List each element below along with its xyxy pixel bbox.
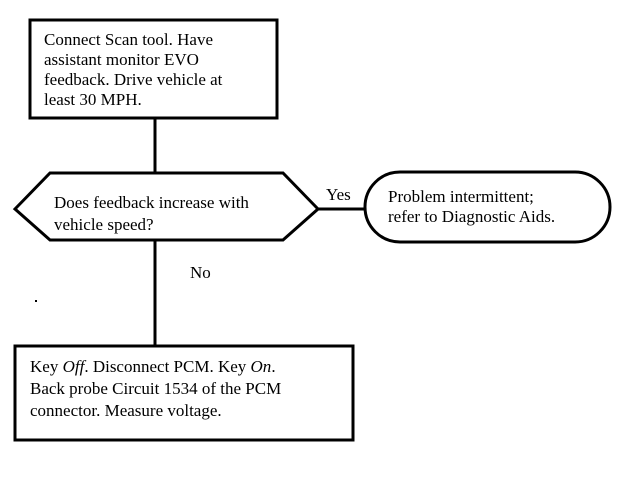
start-box-line-4: least 30 MPH.: [44, 90, 142, 109]
no-action-key-off: Off: [63, 357, 87, 376]
decision-line-1: Does feedback increase with: [54, 193, 249, 212]
start-box-line-3: feedback. Drive vehicle at: [44, 70, 223, 89]
no-label: No: [190, 263, 211, 282]
start-box-line-2: assistant monitor EVO: [44, 50, 199, 69]
yes-label: Yes: [326, 185, 351, 204]
yes-result-terminator: [363, 170, 612, 244]
no-action-line-1-part-1: Key: [30, 357, 63, 376]
decision-line-2: vehicle speed?: [54, 215, 154, 234]
scan-speck: [35, 300, 37, 302]
no-action-line-3: connector. Measure voltage.: [30, 401, 222, 420]
no-action-key-on: On: [251, 357, 272, 376]
no-action-line-1-part-5: .: [271, 357, 275, 376]
no-action-line-1: Key Off. Disconnect PCM. Key On.: [30, 357, 276, 376]
no-action-box: [13, 344, 355, 442]
yes-result-line-2: refer to Diagnostic Aids.: [388, 207, 555, 226]
yes-result-line-1: Problem intermittent;: [388, 187, 534, 206]
no-action-line-2: Back probe Circuit 1534 of the PCM: [30, 379, 281, 398]
no-action-line-1-part-3: . Disconnect PCM. Key: [84, 357, 250, 376]
start-box-line-1: Connect Scan tool. Have: [44, 30, 213, 49]
